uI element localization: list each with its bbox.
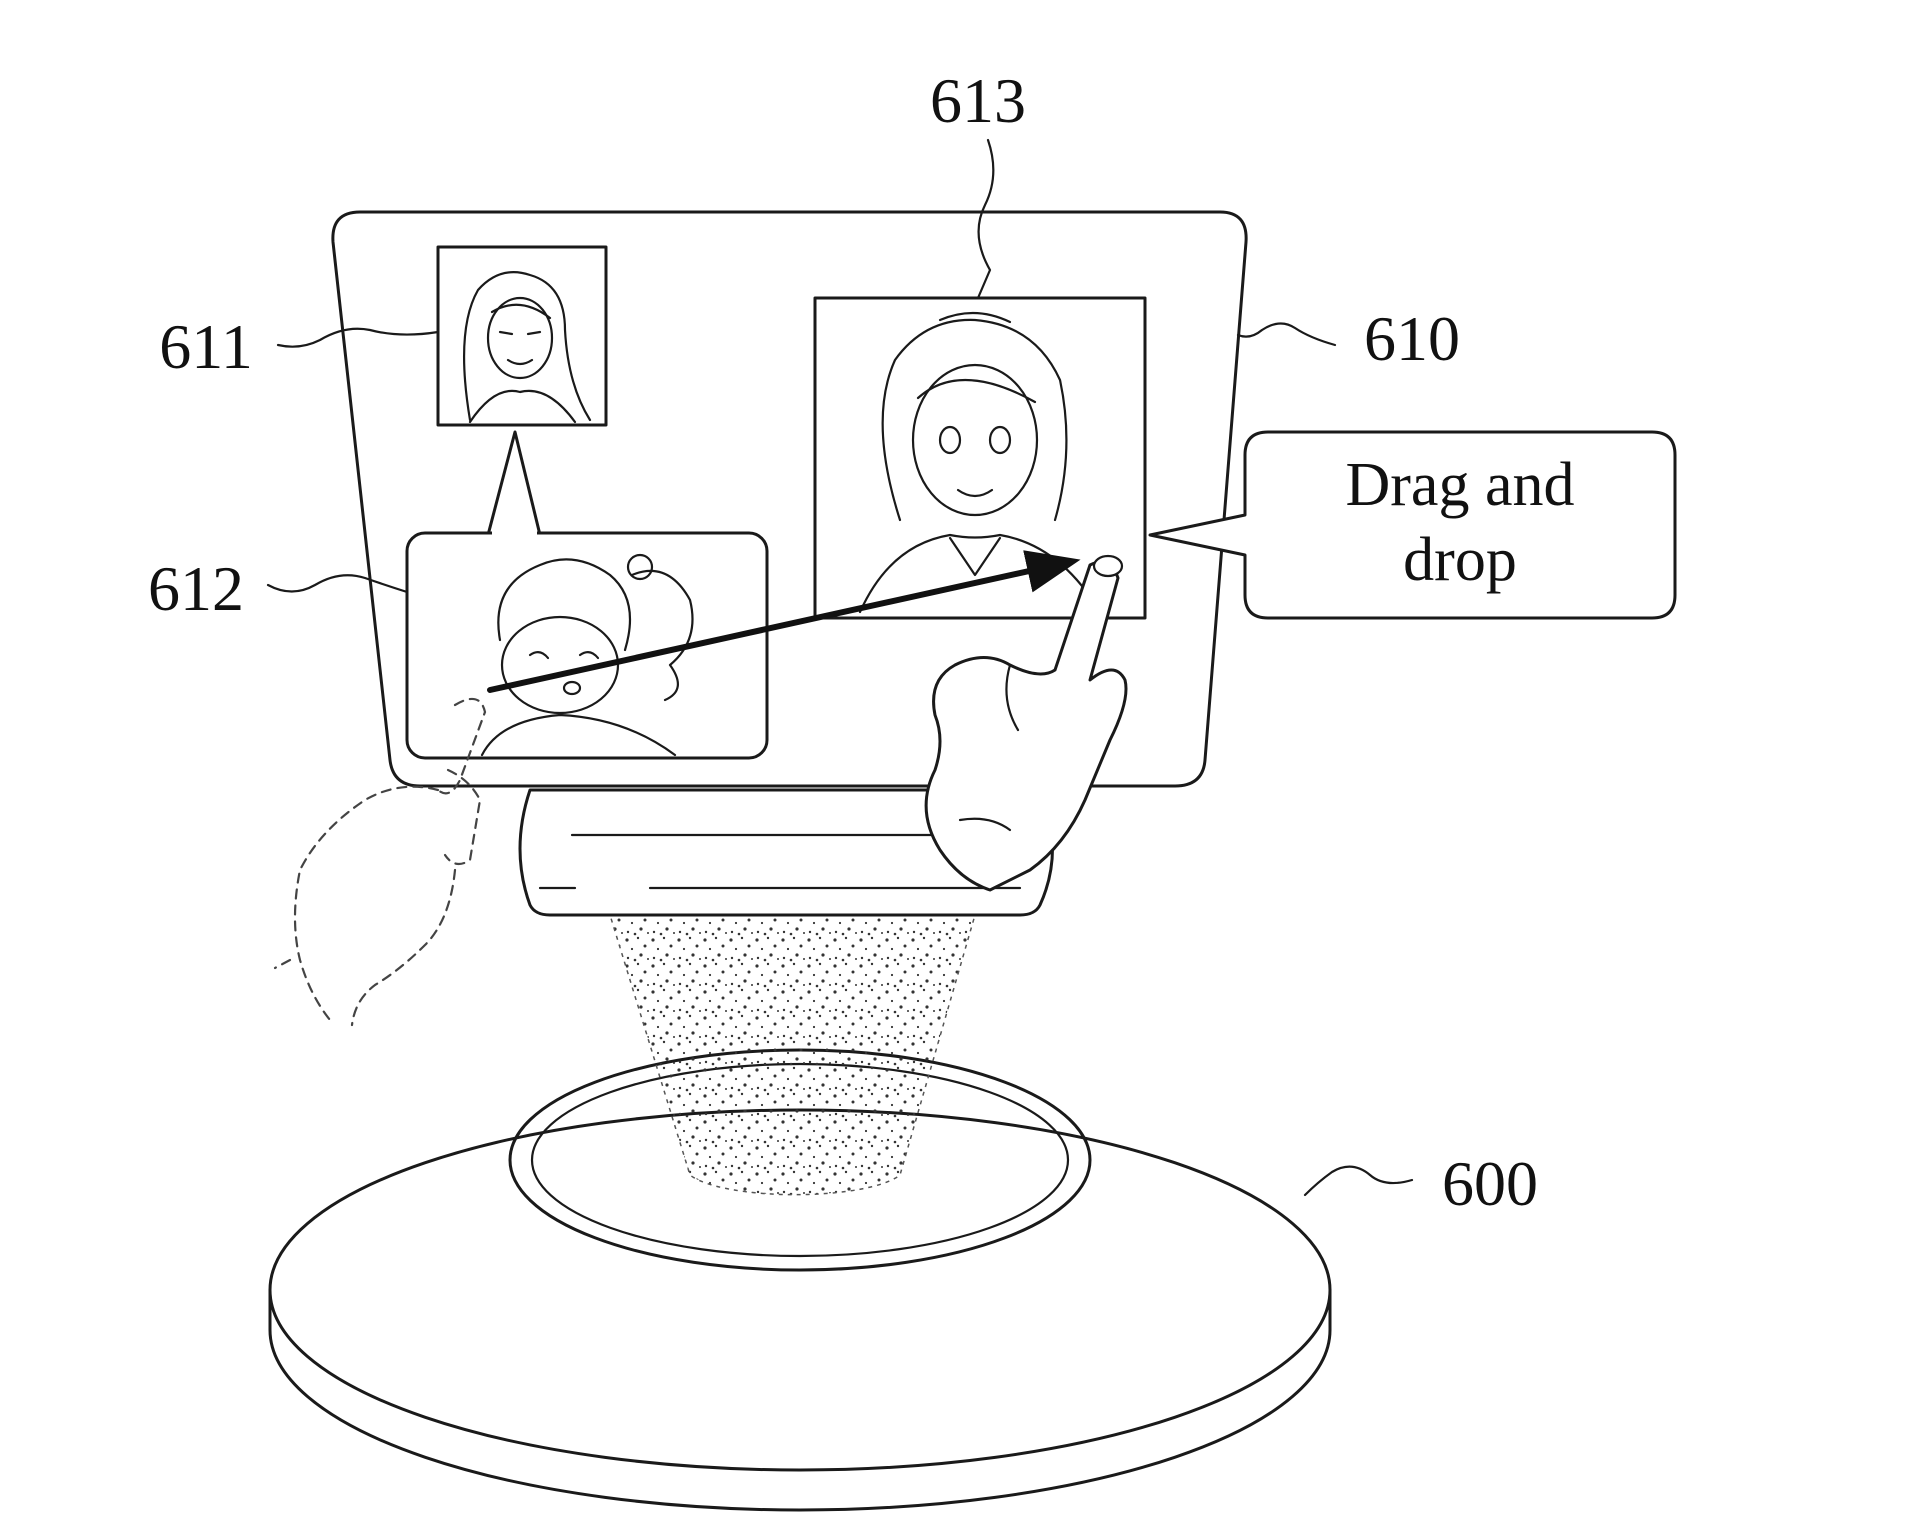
projection-beam (608, 914, 976, 1196)
label-613: 613 (930, 65, 1026, 136)
drag-and-drop-callout: Drag and drop (1148, 430, 1677, 620)
thumbnail-pointer (486, 430, 542, 537)
end-hand (924, 554, 1128, 892)
label-610: 610 (1364, 303, 1460, 374)
callout-line-2: drop (1403, 526, 1517, 594)
leader-610 (1236, 322, 1337, 347)
label-611: 611 (159, 311, 253, 382)
leader-611 (276, 327, 440, 348)
child-video-window (405, 530, 769, 760)
leader-613 (976, 138, 995, 300)
label-612: 612 (148, 553, 244, 624)
callout-line-1: Drag and (1346, 451, 1575, 519)
leader-600 (1303, 1165, 1414, 1197)
thumbnail-image-frame (436, 245, 608, 427)
leader-612 (266, 574, 409, 594)
start-hand-outline (273, 697, 487, 1027)
drag-arrow (487, 550, 1081, 693)
label-600: 600 (1442, 1148, 1538, 1219)
